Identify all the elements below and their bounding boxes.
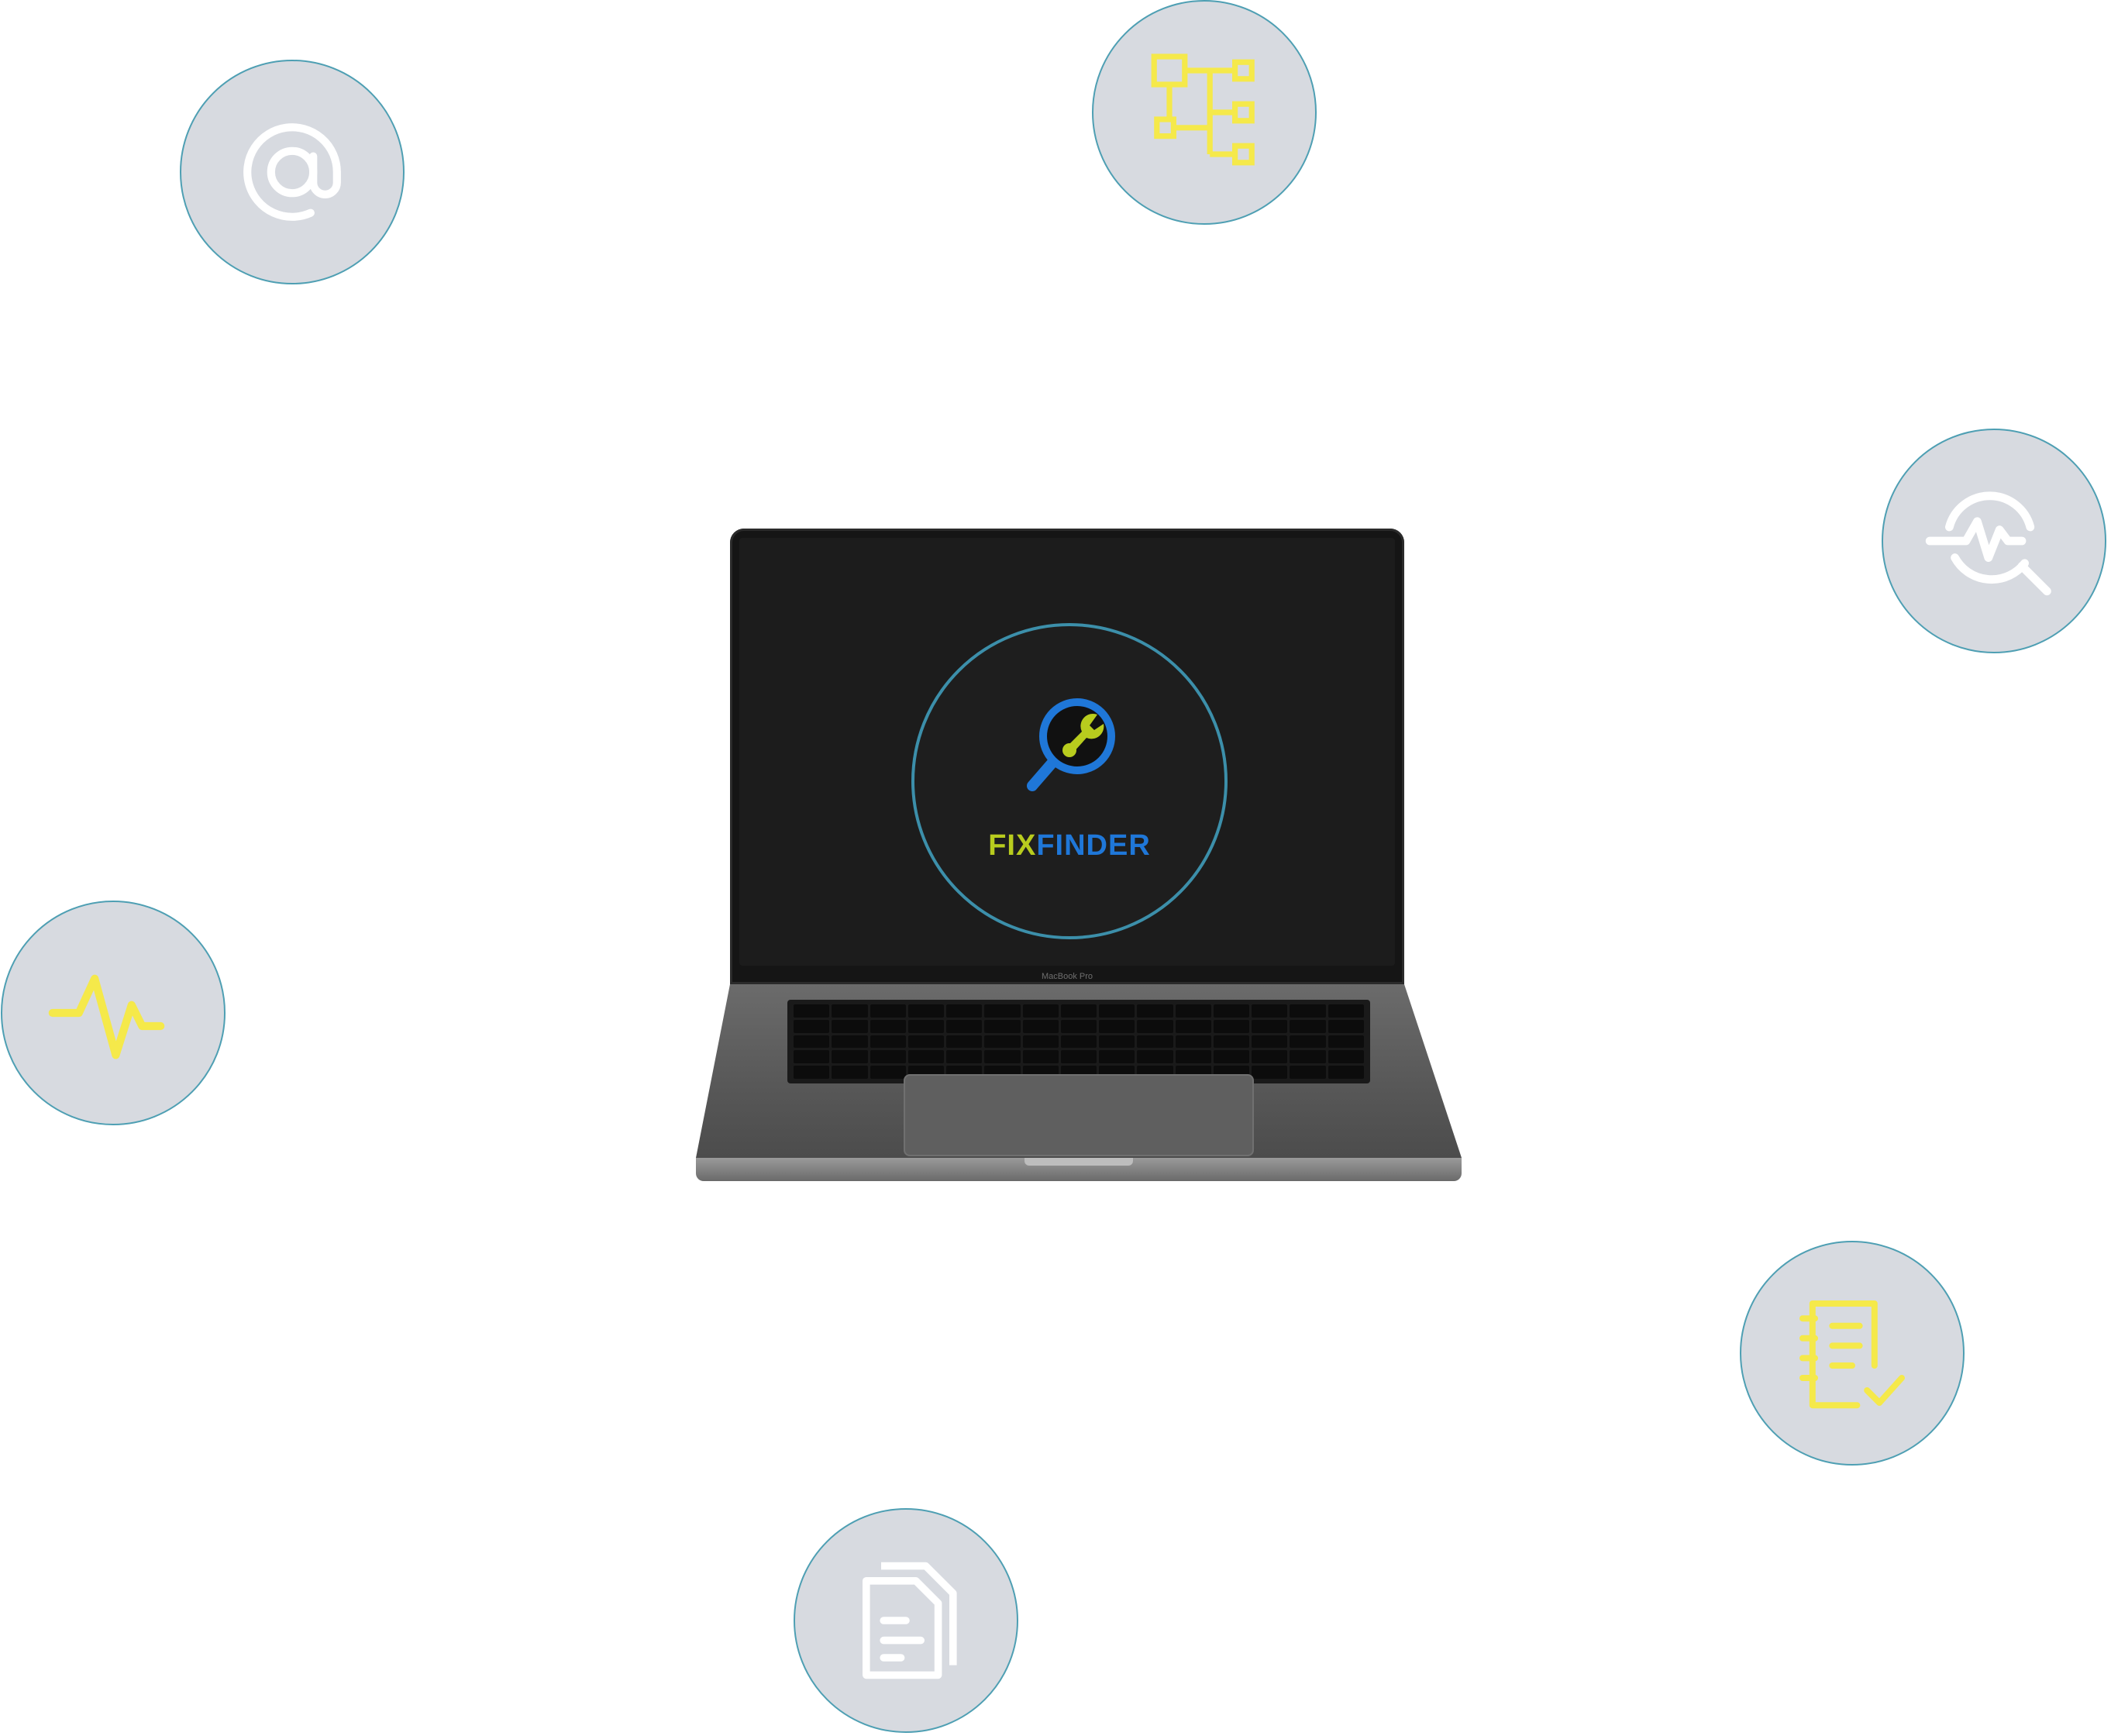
keyboard-key xyxy=(1099,1019,1135,1033)
logo-finder-text: FINDER xyxy=(1036,829,1151,862)
diagnostics-feature-bubble xyxy=(1882,429,2106,653)
fixfinder-logo-badge: FIXFINDER xyxy=(911,623,1228,939)
keyboard-key xyxy=(870,1035,906,1049)
keyboard-key xyxy=(1328,1066,1364,1079)
keyboard-key xyxy=(1175,1035,1211,1049)
documents-feature-bubble xyxy=(794,1508,1018,1733)
keyboard-key xyxy=(1099,1050,1135,1064)
keyboard-key xyxy=(832,1019,868,1033)
keyboard-key xyxy=(1022,1004,1059,1018)
hierarchy-icon xyxy=(1151,53,1255,166)
logo-fix-text: FIX xyxy=(988,829,1037,862)
keyboard-key xyxy=(1290,1019,1326,1033)
keyboard-key xyxy=(984,1035,1021,1049)
keyboard-key xyxy=(1060,1050,1097,1064)
monitoring-feature-bubble xyxy=(1,901,226,1125)
keyboard-key xyxy=(1213,1004,1250,1018)
keyboard-key xyxy=(794,1004,830,1018)
keyboard-key xyxy=(1252,1066,1288,1079)
keyboard-key xyxy=(946,1004,983,1018)
documents-icon xyxy=(863,1562,957,1679)
keyboard-key xyxy=(1175,1004,1211,1018)
magnifier-wrench-icon xyxy=(1027,698,1115,791)
keyboard-key xyxy=(1137,1035,1173,1049)
keyboard-key xyxy=(794,1019,830,1033)
keyboard-key xyxy=(1022,1019,1059,1033)
keyboard-key xyxy=(1328,1050,1364,1064)
keyboard-key xyxy=(1328,1035,1364,1049)
at-sign-icon xyxy=(243,123,341,221)
keyboard-key xyxy=(1213,1035,1250,1049)
keyboard-key xyxy=(1328,1019,1364,1033)
keyboard-key xyxy=(1290,1035,1326,1049)
keyboard-key xyxy=(870,1004,906,1018)
keyboard-key xyxy=(794,1035,830,1049)
keyboard-key xyxy=(1022,1050,1059,1064)
keyboard-key xyxy=(832,1004,868,1018)
keyboard-key xyxy=(946,1035,983,1049)
keyboard-key xyxy=(870,1019,906,1033)
keyboard-key xyxy=(1175,1050,1211,1064)
laptop-opening-notch xyxy=(1025,1158,1133,1166)
checklist-feature-bubble xyxy=(1740,1241,1965,1466)
keyboard-key xyxy=(946,1019,983,1033)
keyboard-key xyxy=(907,1050,945,1064)
keyboard-key xyxy=(984,1050,1021,1064)
keyboard-key xyxy=(1137,1019,1173,1033)
keyboard-key xyxy=(1290,1050,1326,1064)
keyboard-key xyxy=(1175,1019,1211,1033)
laptop-mockup: FIXFINDER MacBook Pro xyxy=(696,529,1462,1181)
keyboard-key xyxy=(907,1035,945,1049)
keyboard-key xyxy=(1213,1050,1250,1064)
keyboard-key xyxy=(1290,1066,1326,1079)
keyboard-key xyxy=(984,1004,1021,1018)
keyboard-key xyxy=(1290,1004,1326,1018)
keyboard-key xyxy=(1252,1035,1288,1049)
keyboard-key xyxy=(1252,1050,1288,1064)
checklist-icon xyxy=(1799,1300,1905,1409)
keyboard-key xyxy=(870,1050,906,1064)
keyboard-key xyxy=(1060,1035,1097,1049)
laptop-model-label: MacBook Pro xyxy=(1041,972,1093,981)
keyboard-key xyxy=(794,1066,830,1079)
keyboard-key xyxy=(1252,1004,1288,1018)
keyboard-key xyxy=(946,1050,983,1064)
keyboard-key xyxy=(1252,1019,1288,1033)
keyboard-key xyxy=(832,1050,868,1064)
keyboard-key xyxy=(794,1050,830,1064)
keyboard-key xyxy=(832,1066,868,1079)
keyboard-key xyxy=(1137,1004,1173,1018)
laptop-keyboard xyxy=(787,1000,1370,1083)
keyboard-key xyxy=(984,1019,1021,1033)
keyboard-key xyxy=(1022,1035,1059,1049)
laptop-lid: FIXFINDER MacBook Pro xyxy=(730,529,1404,984)
email-feature-bubble xyxy=(180,60,405,284)
keyboard-key xyxy=(1137,1050,1173,1064)
keyboard-key xyxy=(1060,1004,1097,1018)
keyboard-key xyxy=(832,1035,868,1049)
keyboard-key xyxy=(1328,1004,1364,1018)
laptop-trackpad xyxy=(904,1074,1254,1156)
hierarchy-feature-bubble xyxy=(1092,0,1317,225)
keyboard-key xyxy=(907,1019,945,1033)
pulse-search-icon xyxy=(1925,491,2051,596)
keyboard-key xyxy=(1099,1035,1135,1049)
keyboard-key xyxy=(1060,1019,1097,1033)
keyboard-key xyxy=(907,1004,945,1018)
activity-icon xyxy=(48,974,165,1059)
laptop-screen: FIXFINDER xyxy=(739,538,1395,966)
fixfinder-wordmark: FIXFINDER xyxy=(914,829,1224,863)
keyboard-key xyxy=(870,1066,906,1079)
keyboard-key xyxy=(1213,1019,1250,1033)
keyboard-key xyxy=(1099,1004,1135,1018)
